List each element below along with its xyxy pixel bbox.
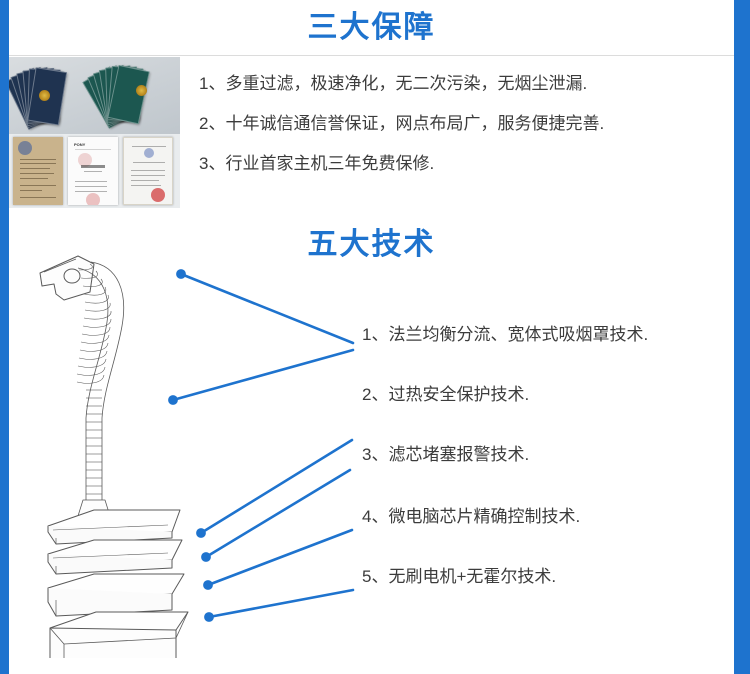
guarantee-item-1: 1、多重过滤，极速净化，无二次污染，无烟尘泄漏. <box>199 74 588 93</box>
guarantee-item-2: 2、十年诚信通信誉保证，网点布局广，服务便捷完善. <box>199 114 605 133</box>
inspection-red-seal-icon <box>151 188 165 202</box>
technology-item-3: 3、滤芯堵塞报警技术. <box>362 445 530 464</box>
left-blue-rail <box>0 0 9 674</box>
quality-inspection-certificate <box>123 137 173 205</box>
filter-plate-part <box>47 539 183 575</box>
certificate-gallery: PONY <box>9 57 180 208</box>
right-blue-rail <box>734 0 750 674</box>
navy-certificate-seal-icon <box>39 90 50 101</box>
guarantee-item-3: 3、行业首家主机三年免费保修. <box>199 154 435 173</box>
filter-chamber-part <box>49 611 189 674</box>
technology-item-1: 1、法兰均衡分流、宽体式吸烟罩技术. <box>362 325 649 344</box>
pony-logo: PONY <box>74 142 86 147</box>
suction-hood-part <box>39 255 95 301</box>
guarantee-section-title: 三大保障 <box>307 11 436 44</box>
inspection-emblem-icon <box>144 148 154 158</box>
technology-item-5: 5、无刷电机+无霍尔技术. <box>362 567 557 586</box>
flexible-arm-part <box>76 261 125 517</box>
fume-extractor-exploded-view: Ulu Family <box>20 248 360 674</box>
technology-item-4: 4、微电脑芯片精确控制技术. <box>362 507 581 526</box>
filter-block-part <box>47 573 185 617</box>
report-red-seal-icon <box>86 193 100 205</box>
report-stamp-icon <box>78 153 92 167</box>
technology-section-title: 五大技术 <box>307 228 436 261</box>
teal-certificate-seal-icon <box>136 85 147 96</box>
ce-blue-stamp-icon <box>18 141 32 155</box>
ce-test-certificate <box>13 137 63 205</box>
top-plate-part <box>47 509 181 545</box>
technology-item-2: 2、过热安全保护技术. <box>362 385 530 404</box>
certificate-fan-row <box>9 57 180 134</box>
guarantee-list: 1、多重过滤，极速净化，无二次污染，无烟尘泄漏. 2、十年诚信通信誉保证，网点布… <box>199 64 719 184</box>
guarantee-section-body: PONY <box>9 55 734 208</box>
certificate-document-row: PONY <box>9 134 180 208</box>
pony-test-report: PONY <box>68 137 118 205</box>
